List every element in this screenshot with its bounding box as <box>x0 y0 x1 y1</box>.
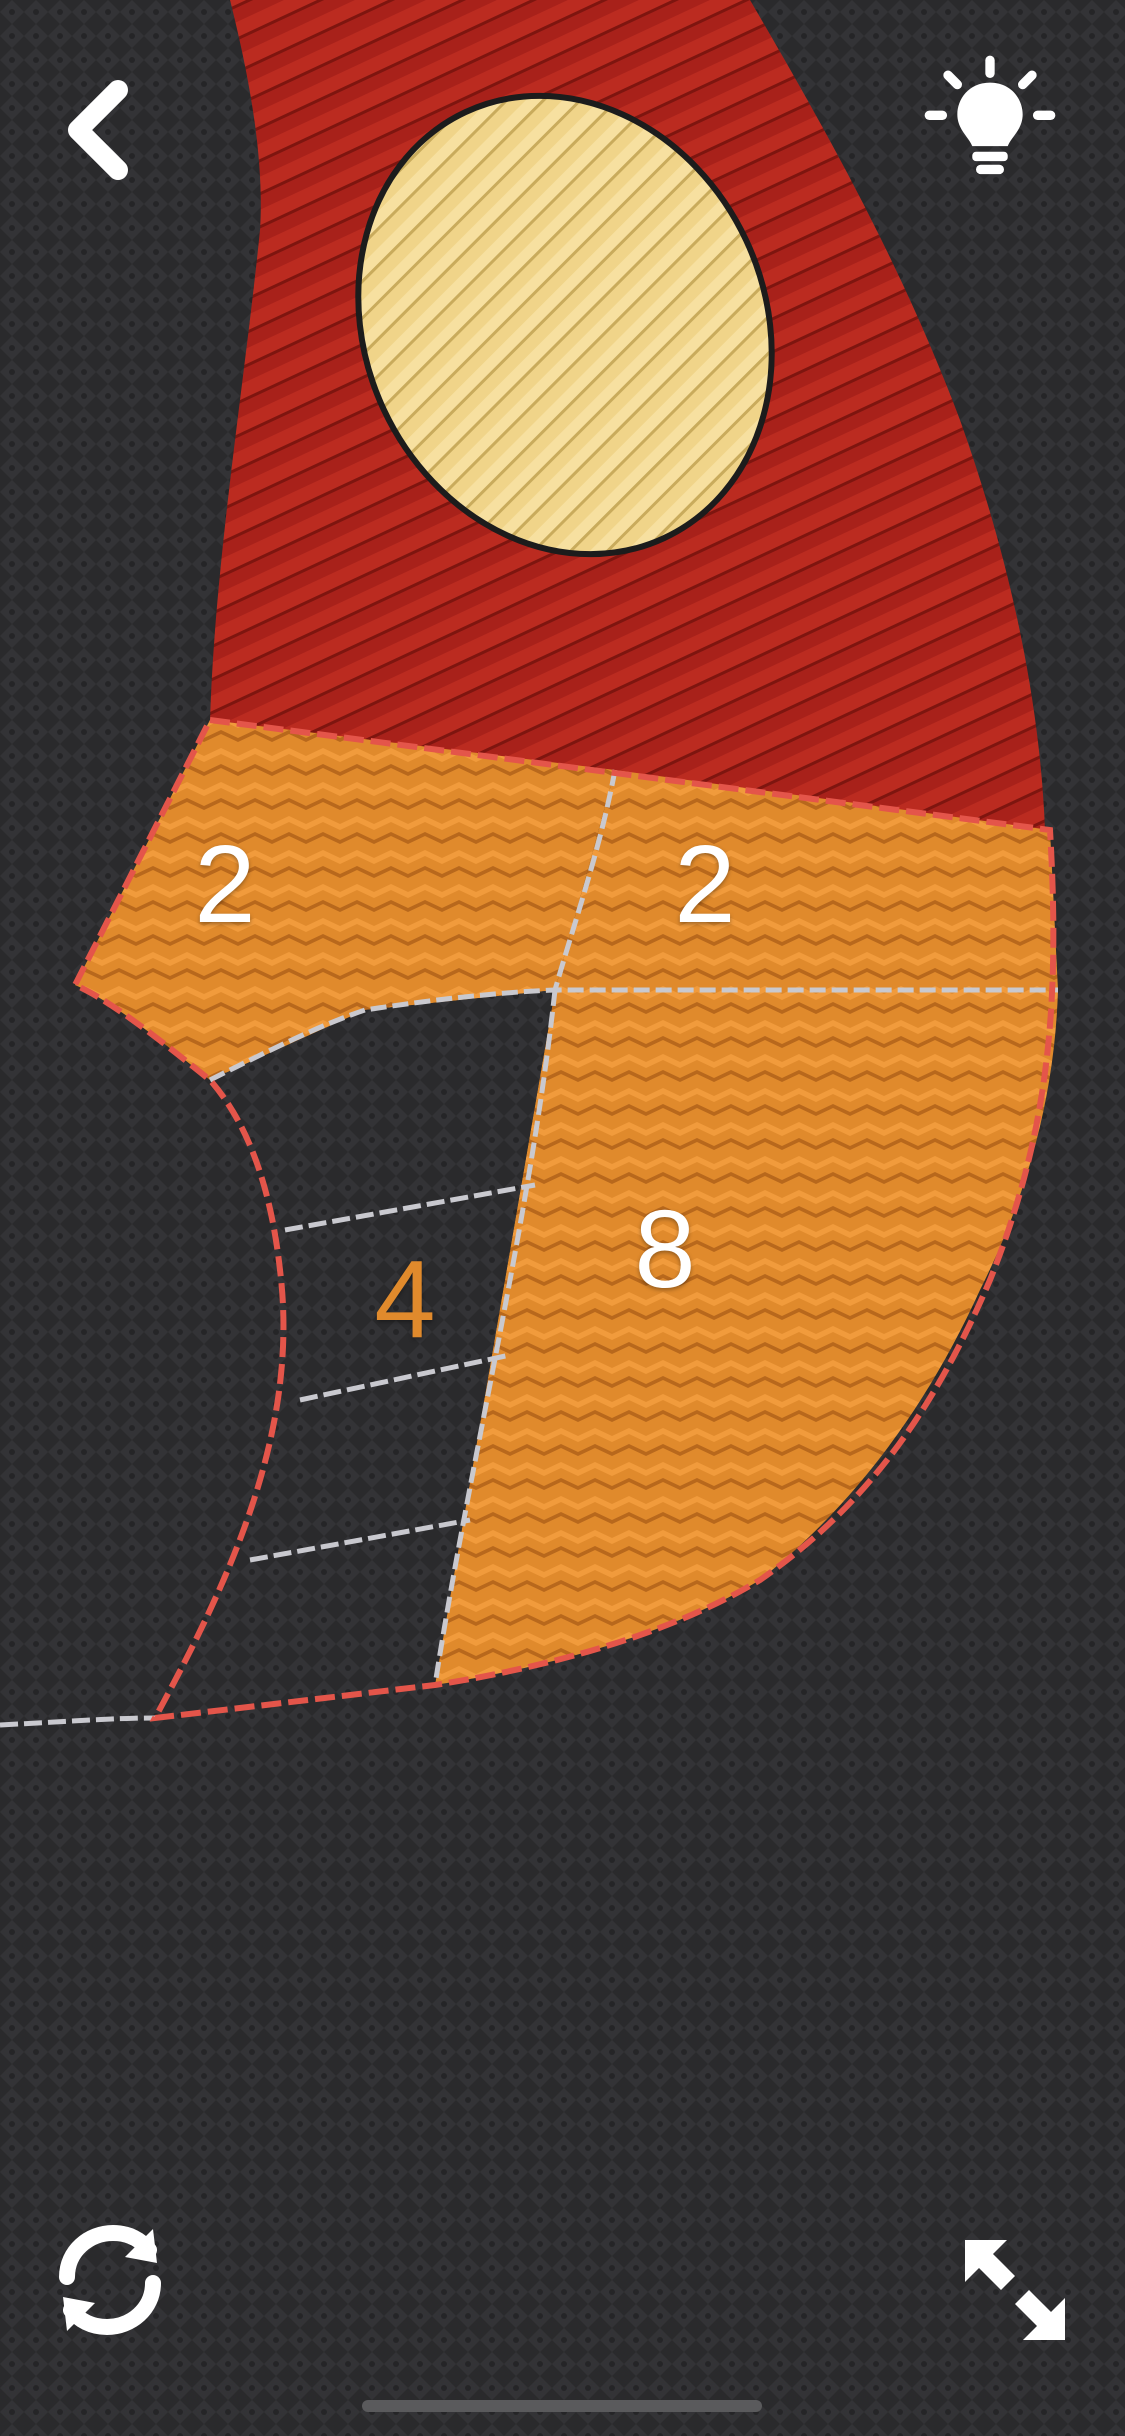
stitch-guide-lines <box>0 1182 536 1728</box>
cell-top-right-fill <box>555 770 1058 990</box>
cell-top-left-fill <box>75 720 615 1080</box>
expand-button[interactable] <box>945 2220 1085 2360</box>
cell-number-top-left[interactable]: 2 <box>194 823 256 946</box>
cell-number-top-right[interactable]: 2 <box>674 823 736 946</box>
yellow-region <box>355 92 775 558</box>
home-indicator <box>362 2400 762 2412</box>
expand-arrows-icon <box>965 2240 1065 2340</box>
cell-right-fill <box>435 990 1058 1685</box>
cell-number-left[interactable]: 4 <box>374 1238 436 1361</box>
chevron-left-icon <box>68 80 128 180</box>
back-button[interactable] <box>30 60 170 200</box>
orange-outline <box>70 716 1057 1722</box>
hint-button[interactable] <box>920 50 1060 190</box>
restart-button[interactable] <box>40 2210 180 2350</box>
cell-left-empty[interactable] <box>155 990 555 1718</box>
lightbulb-icon <box>924 55 1056 175</box>
cell-number-right[interactable]: 8 <box>634 1188 696 1311</box>
cell-dividers <box>208 769 1058 1686</box>
restart-arrows-icon <box>59 2224 161 2336</box>
